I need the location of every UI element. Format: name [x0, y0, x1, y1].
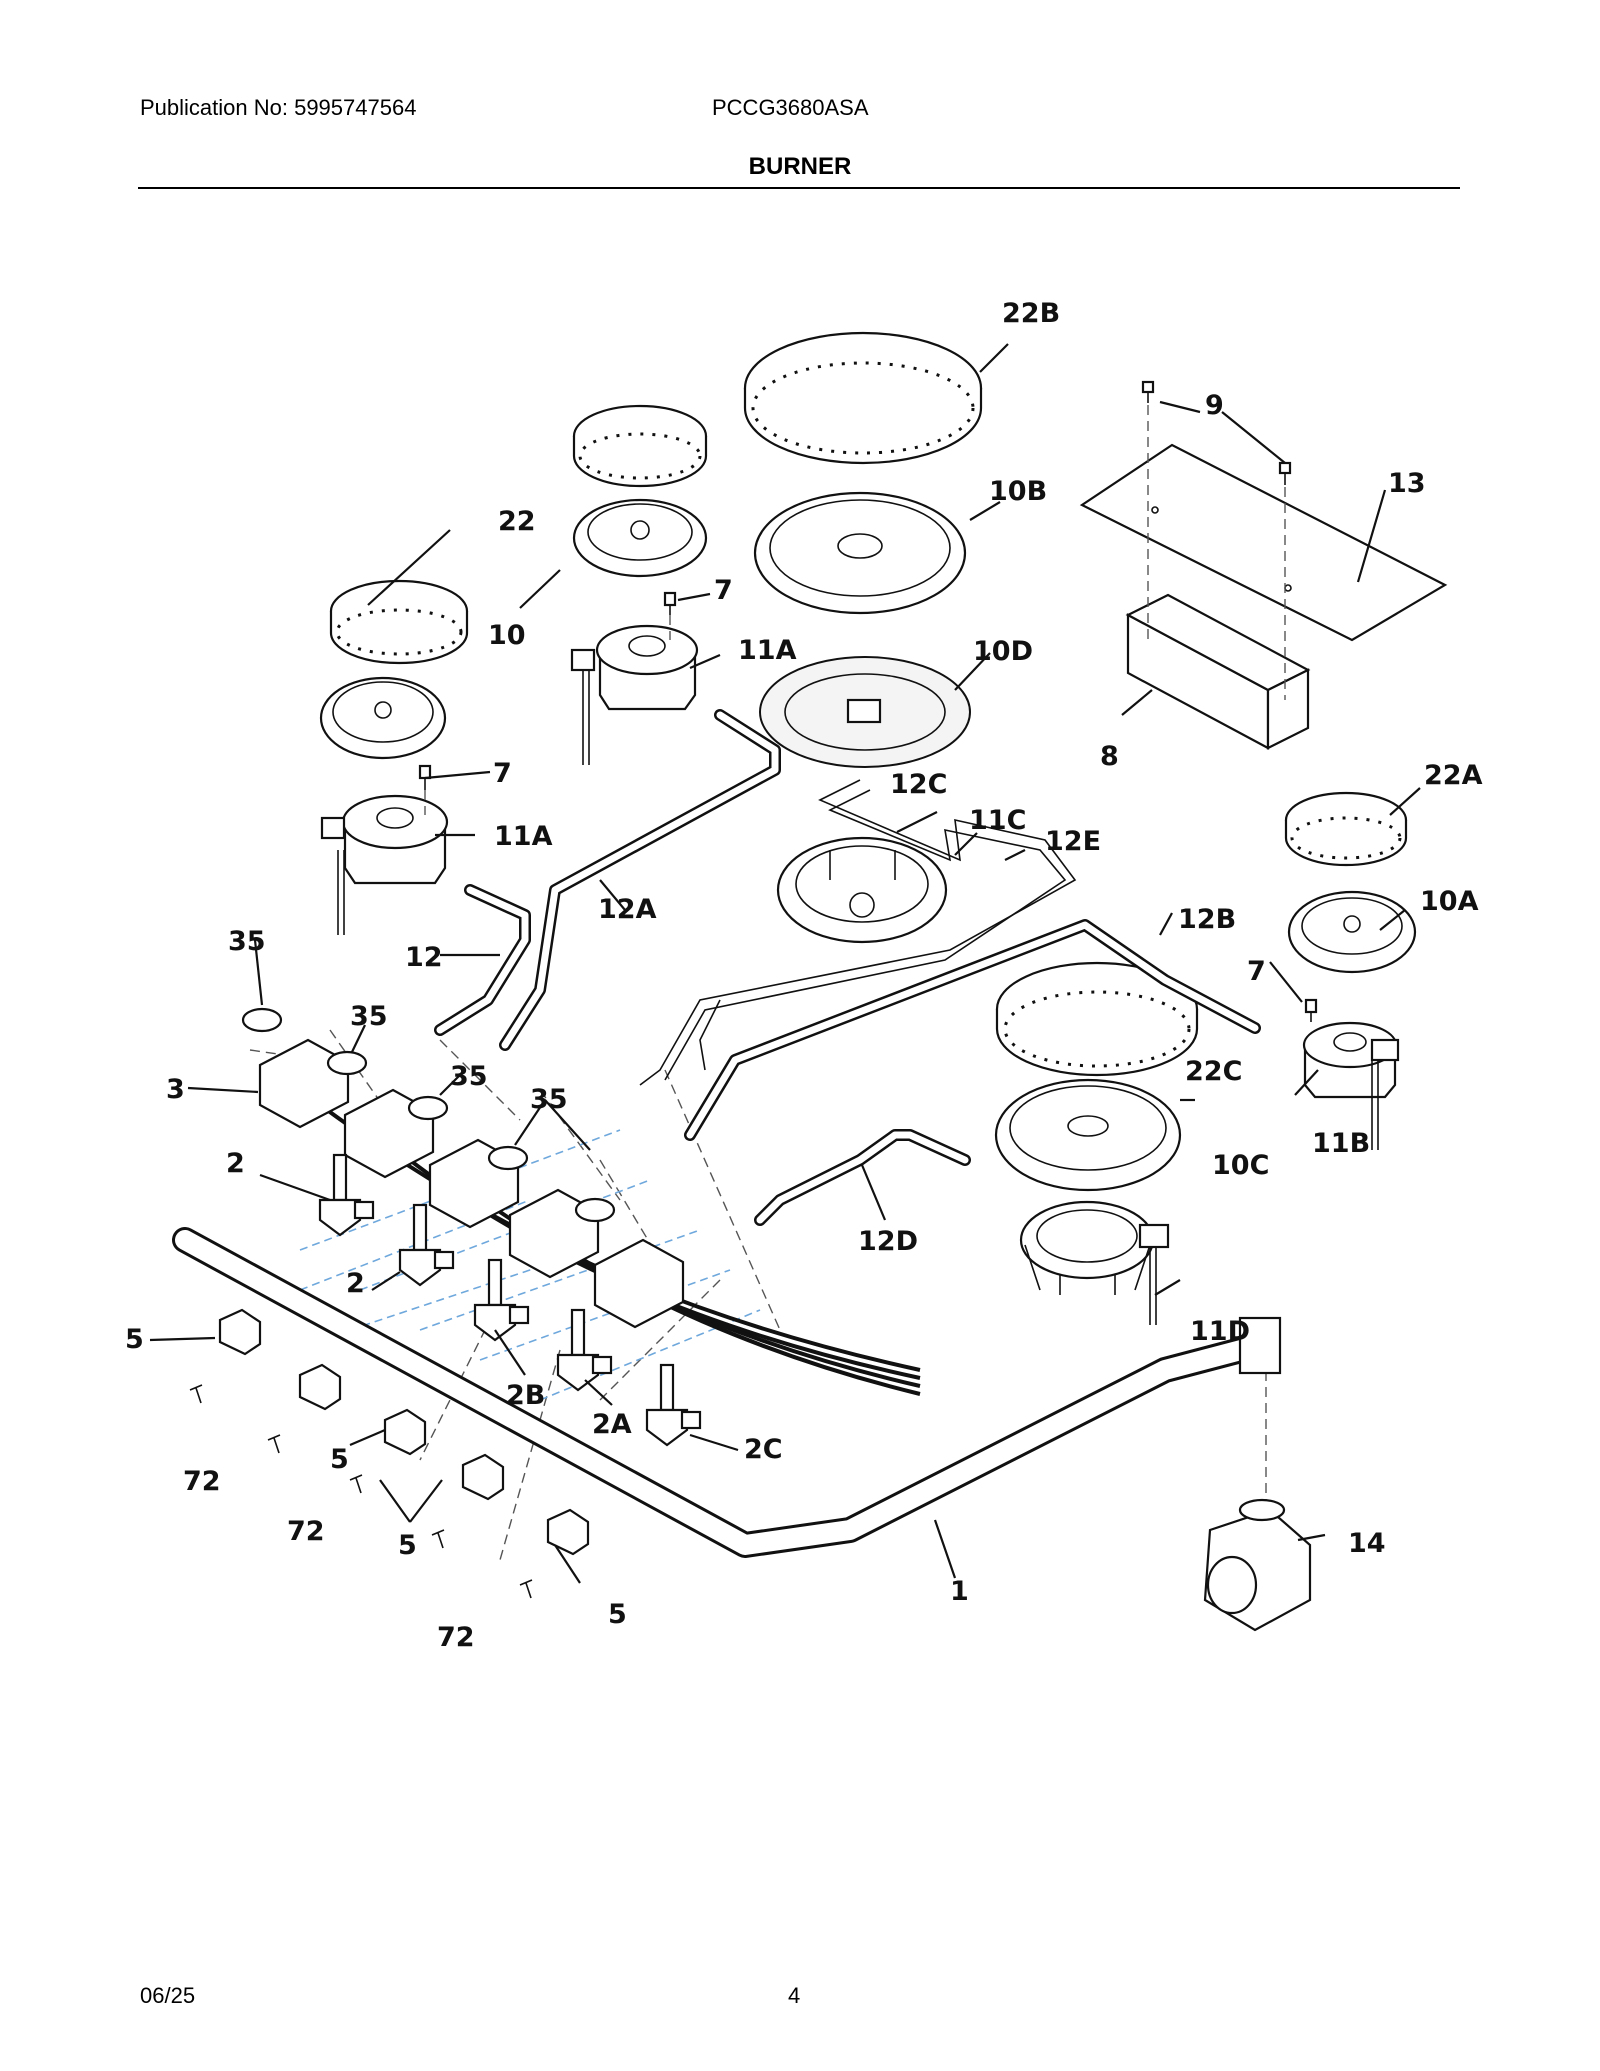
callout-3: 3	[166, 1074, 185, 1105]
callout-35-b: 35	[350, 1001, 388, 1032]
model-number: PCCG3680ASA	[712, 95, 869, 120]
callout-12E: 12E	[1045, 826, 1101, 857]
callout-22A: 22A	[1424, 760, 1483, 791]
callout-12C: 12C	[890, 769, 947, 800]
callout-10D: 10D	[973, 636, 1033, 667]
screw-7-right	[1304, 998, 1318, 1022]
callout-12D: 12D	[858, 1226, 918, 1257]
callout-2B: 2B	[506, 1380, 545, 1411]
callout-8: 8	[1100, 741, 1119, 772]
callout-10C: 10C	[1212, 1150, 1269, 1181]
gas-tube-12A	[499, 709, 781, 1051]
callout-11D: 11D	[1190, 1316, 1250, 1347]
callout-12B: 12B	[1178, 904, 1236, 935]
callout-14: 14	[1348, 1528, 1386, 1559]
callout-10B: 10B	[989, 476, 1047, 507]
callout-9: 9	[1205, 390, 1224, 421]
callout-12A: 12A	[598, 894, 657, 925]
callout-11C: 11C	[969, 805, 1026, 836]
callout-22B: 22B	[1002, 298, 1060, 329]
callout-5-bottom: 5	[608, 1599, 627, 1630]
gas-tube-12D	[754, 1129, 971, 1226]
burner-head-10	[319, 676, 447, 760]
callout-10: 10	[488, 620, 526, 651]
publication-number: Publication No: 5995747564	[140, 95, 417, 120]
burner-cap-22-upper	[572, 404, 708, 488]
callout-5-lower: 5	[398, 1530, 417, 1561]
callout-2A: 2A	[592, 1409, 632, 1440]
burner-head-10B	[753, 491, 967, 615]
manifold-pipe-1	[172, 1227, 1282, 1558]
burner-head-10C	[994, 1078, 1182, 1192]
callout-22: 22	[498, 506, 536, 537]
callout-12: 12	[405, 942, 443, 973]
page-title: BURNER	[748, 153, 852, 180]
callout-11B: 11B	[1312, 1128, 1370, 1159]
spark-module-8	[1125, 593, 1311, 750]
burner-cap-22B	[743, 331, 983, 465]
valves-2	[318, 1153, 702, 1447]
callout-1: 1	[950, 1576, 969, 1607]
clips-5	[218, 1308, 590, 1556]
callout-72-b: 72	[287, 1516, 325, 1547]
gas-tube-12C-12E	[639, 779, 1077, 1086]
callout-35-a: 35	[228, 926, 266, 957]
burner-base-11C	[776, 836, 948, 944]
gas-tube-12B	[684, 919, 1261, 1141]
callout-11A-upper: 11A	[738, 635, 797, 666]
callout-10A: 10A	[1420, 886, 1479, 917]
burner-cap-22A	[1284, 791, 1408, 867]
footer-date: 06/25	[140, 1983, 196, 2008]
regulator-14	[1203, 1498, 1312, 1632]
callout-2-second: 2	[346, 1268, 365, 1299]
callout-5-left: 5	[125, 1324, 144, 1355]
callout-2C: 2C	[744, 1434, 783, 1465]
callout-35-c: 35	[450, 1061, 488, 1092]
callout-11A-lower: 11A	[494, 821, 553, 852]
burner-cap-22	[329, 579, 469, 665]
leader-lines	[149, 343, 1421, 1584]
callout-72-a: 72	[183, 1466, 221, 1497]
callout-5-mid: 5	[330, 1444, 349, 1475]
burner-head-10-upper	[572, 498, 708, 578]
callout-35-d: 35	[530, 1084, 568, 1115]
screw-9	[1141, 380, 1292, 485]
header-rule	[138, 187, 1460, 189]
page-number: 4	[788, 1983, 801, 2008]
callout-7-right: 7	[1247, 956, 1266, 987]
seals-35	[241, 1007, 616, 1223]
callout-13: 13	[1388, 468, 1426, 499]
callout-72-c: 72	[437, 1622, 475, 1653]
gas-tube-12	[434, 884, 531, 1036]
callout-2: 2	[226, 1148, 245, 1179]
callout-7-upper: 7	[714, 575, 733, 606]
burner-head-10A	[1287, 890, 1417, 974]
screw-7-upper	[663, 591, 677, 615]
burner-head-10D	[758, 656, 972, 768]
burner-base-11D	[1019, 1200, 1170, 1325]
burner-base-11A-lower	[320, 794, 449, 935]
screws-72	[189, 1384, 533, 1599]
callout-22C: 22C	[1185, 1056, 1242, 1087]
burner-base-11A-upper	[570, 624, 699, 765]
burner-cap-22C	[995, 961, 1199, 1077]
callout-7-left: 7	[493, 758, 512, 789]
